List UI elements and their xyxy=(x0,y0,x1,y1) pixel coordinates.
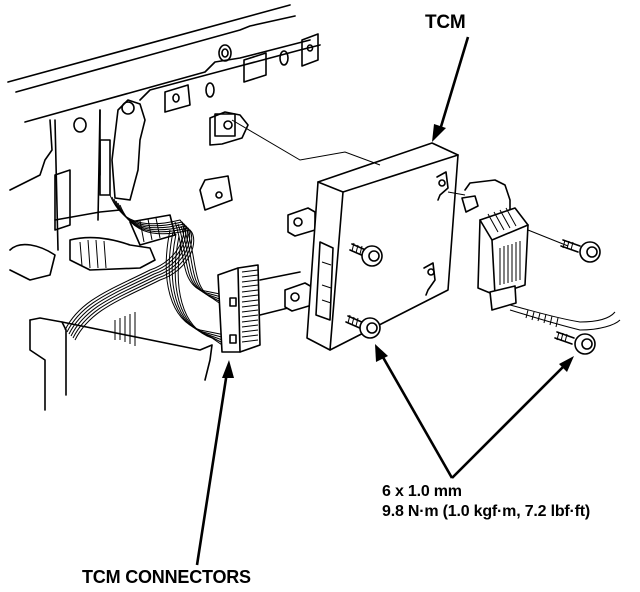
tcm-connectors-leader-arrow xyxy=(195,360,234,566)
upper-harness-clip xyxy=(54,99,146,231)
bolt-upper-tcm xyxy=(349,242,383,267)
bolt-upper-relay xyxy=(527,229,601,263)
bolt-lower-tcm xyxy=(345,314,381,339)
bolt-torque-label: 9.8 N·m (1.0 kgf·m, 7.2 lbf·ft) xyxy=(382,503,591,520)
tcm-label: TCM xyxy=(425,12,466,33)
tcm-module xyxy=(231,119,459,351)
wire-harness xyxy=(9,194,226,348)
bolt-size-label: 6 x 1.0 mm xyxy=(382,483,462,500)
bolt-lower-relay xyxy=(554,331,596,355)
relay-bracket xyxy=(447,179,621,331)
bolt-spec-label: 6 x 1.0 mm 9.8 N·m (1.0 kgf·m, 7.2 lbf·f… xyxy=(382,482,590,522)
body-panel xyxy=(7,4,321,411)
tcm-connectors-label: TCM CONNECTORS xyxy=(82,567,251,587)
bolt-leader-arrows xyxy=(375,344,574,479)
tcm-leader-arrow xyxy=(432,36,470,142)
